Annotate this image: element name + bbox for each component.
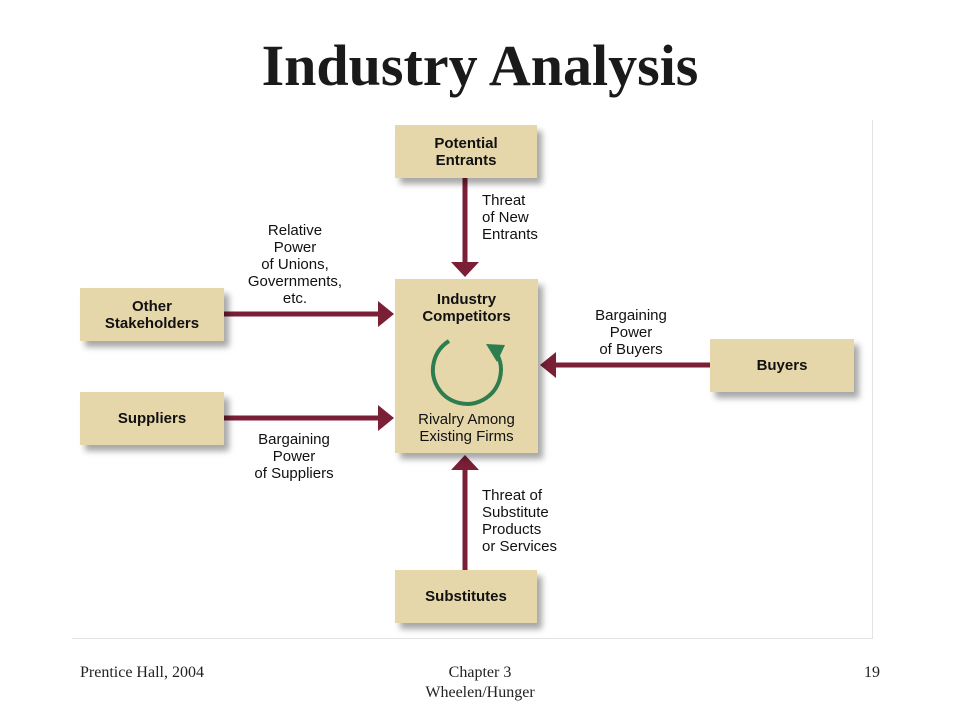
footer-authors-line: Wheelen/Hunger bbox=[425, 684, 535, 701]
industry-competitors-box: Industry Competitors Rivalry Among Exist… bbox=[395, 279, 538, 453]
substitutes-box: Substitutes bbox=[395, 570, 537, 623]
relative-power-label: Relative Power of Unions, Governments, e… bbox=[247, 222, 343, 307]
bargaining-power-suppliers-label: Bargaining Power of Suppliers bbox=[254, 431, 334, 482]
industry-competitors-label: Industry Competitors bbox=[422, 291, 511, 325]
footer-publisher: Prentice Hall, 2004 bbox=[80, 664, 204, 681]
rivalry-label: Rivalry Among Existing Firms bbox=[418, 411, 515, 445]
slide-title: Industry Analysis bbox=[261, 33, 699, 98]
arrowhead-substitutes bbox=[451, 455, 479, 470]
threat-new-entrants-label: Threat of New Entrants bbox=[482, 192, 538, 243]
footer-chapter: Chapter 3 Wheelen/Hunger bbox=[380, 664, 580, 702]
arrowhead-buyers bbox=[540, 352, 556, 378]
arrowhead-stakeholders bbox=[378, 301, 394, 327]
rivalry-cycle-icon bbox=[430, 339, 505, 406]
potential-entrants-box: Potential Entrants bbox=[395, 125, 537, 178]
footer-chapter-line: Chapter 3 bbox=[448, 664, 512, 681]
page-number: 19 bbox=[864, 664, 880, 681]
arrowhead-entrants bbox=[451, 262, 479, 277]
arrowhead-suppliers bbox=[378, 405, 394, 431]
buyers-box: Buyers bbox=[710, 339, 854, 392]
other-stakeholders-box: Other Stakeholders bbox=[80, 288, 224, 341]
bargaining-power-buyers-label: Bargaining Power of Buyers bbox=[595, 307, 667, 358]
threat-substitutes-label: Threat of Substitute Products or Service… bbox=[482, 487, 558, 555]
suppliers-box: Suppliers bbox=[80, 392, 224, 445]
